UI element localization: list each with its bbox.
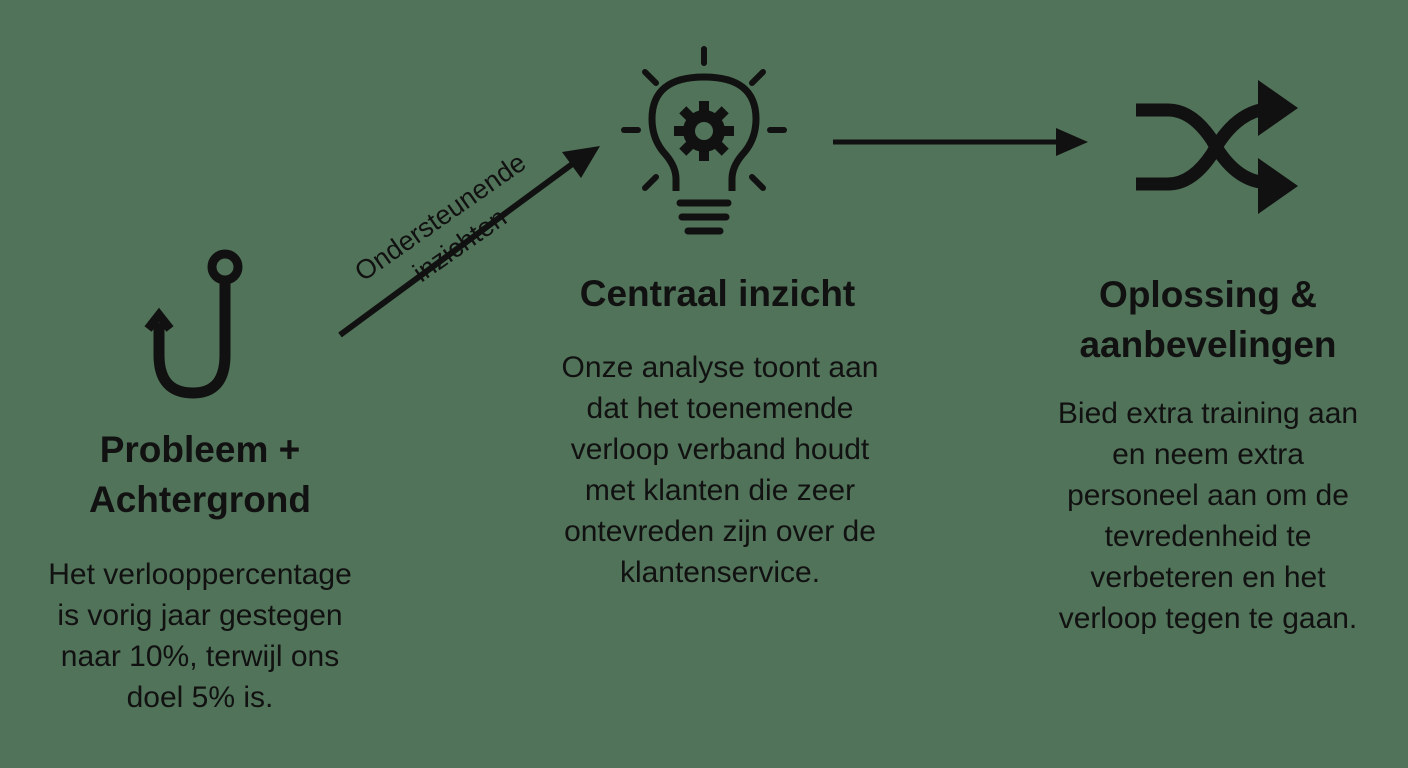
step-body-line: dat het toenemende [586,392,854,425]
step-title-line: Probleem + [99,429,301,470]
step-title-problem: Probleem + Achtergrond [45,425,355,525]
step-body-line: is vorig jaar gestegen [57,599,343,632]
step-body-line: naar 10%, terwijl ons [60,640,340,673]
step-body-line: klantenservice. [619,556,821,589]
step-title-solution: Oplossing & aanbevelingen [1038,270,1378,370]
step-title-central-insight: Centraal inzicht [520,269,915,319]
step-body-line: ontevreden zijn over de [564,515,876,548]
step-body-line: Onze analyse toont aan [561,351,879,384]
step-body-line: Bied extra training aan [1057,397,1359,430]
step-body-line: met klanten die zeer [584,474,856,507]
step-body-line: verloop tegen te gaan. [1058,602,1358,635]
step-body-line: Het verlooppercentage [48,558,352,591]
step-body-line: verbeteren en het [1090,561,1326,594]
step-body-line: verloop verband houdt [570,433,870,466]
step-body-line: en neem extra [1112,438,1304,471]
step-body-central-insight: Onze analyse toont aan dat het toenemend… [505,347,935,593]
step-title-line: aanbevelingen [1079,324,1337,365]
step-body-line: personeel aan om de [1067,479,1349,512]
step-body-line: tevredenheid te [1104,520,1312,553]
step-title-line: Oplossing & [1099,274,1317,315]
step-body-line: doel 5% is. [126,681,274,714]
step-title-line: Achtergrond [89,479,311,520]
step-body-solution: Bied extra training aan en neem extra pe… [1013,393,1403,639]
hook-icon [144,249,243,399]
step-title-line: Centraal inzicht [579,273,856,314]
lightbulb-gear-icon [621,46,787,235]
step-body-problem: Het verlooppercentage is vorig jaar gest… [10,554,390,718]
shuffle-arrows-icon [1136,80,1298,214]
